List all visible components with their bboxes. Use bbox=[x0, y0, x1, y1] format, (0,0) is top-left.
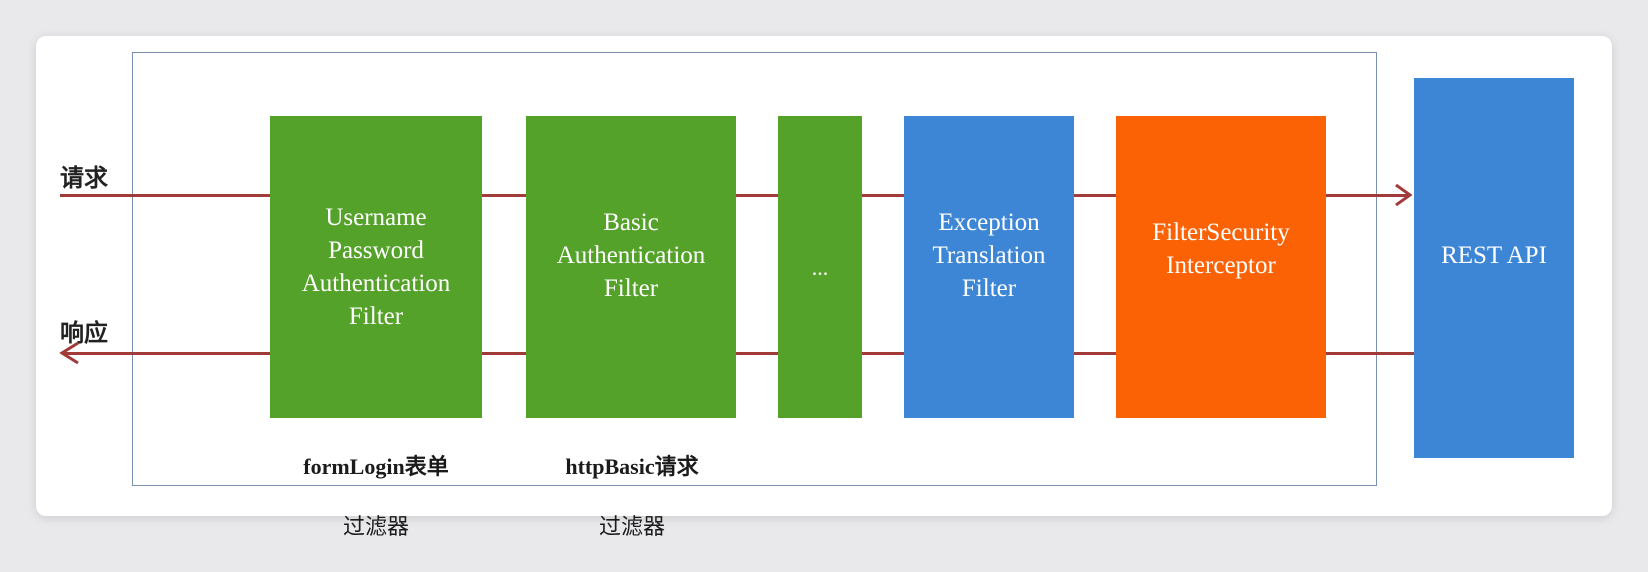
response-arrowhead-icon bbox=[59, 341, 79, 365]
rest-api-box: REST API bbox=[1414, 78, 1574, 458]
response-label: 响应 bbox=[60, 319, 108, 347]
more-filters-box: ... bbox=[778, 116, 862, 418]
response-line bbox=[62, 352, 1414, 355]
request-arrowhead-icon bbox=[1395, 183, 1413, 207]
http-basic-caption: httpBasic请求 过滤器 bbox=[524, 422, 740, 572]
form-login-caption-line2: 过滤器 bbox=[342, 514, 409, 539]
exception-translation-filter-box: Exception Translation Filter bbox=[904, 116, 1074, 418]
form-login-caption-line1: formLogin表单 bbox=[303, 454, 449, 479]
filter-chain-frame bbox=[132, 52, 1377, 486]
filter-security-interceptor-box: FilterSecurity Interceptor bbox=[1116, 116, 1326, 418]
username-password-filter-box: Username Password Authentication Filter bbox=[270, 116, 482, 418]
request-label: 请求 bbox=[60, 164, 108, 192]
basic-authentication-filter-box: Basic Authentication Filter bbox=[526, 116, 736, 418]
http-basic-caption-line2: 过滤器 bbox=[598, 514, 665, 539]
http-basic-caption-line1: httpBasic请求 bbox=[565, 454, 699, 479]
form-login-caption: formLogin表单 过滤器 bbox=[268, 422, 484, 572]
